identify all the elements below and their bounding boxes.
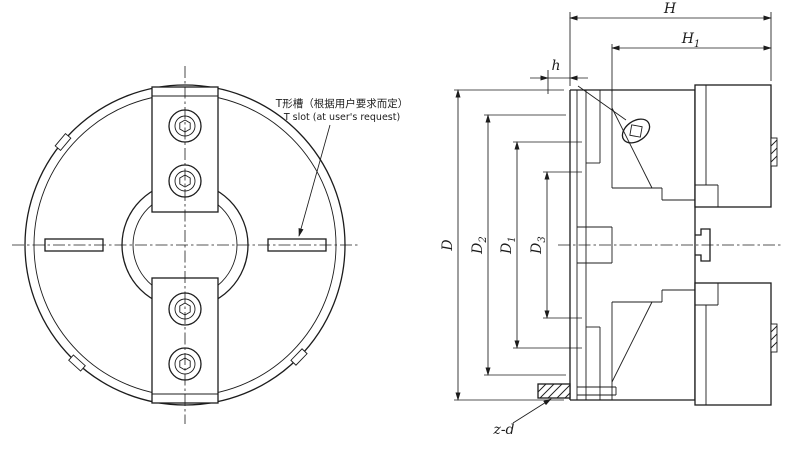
screw-square-socket (629, 124, 643, 138)
jaw-key-bottom (770, 323, 778, 353)
rim-notch (290, 348, 308, 366)
dim-label-zd: z-d (492, 422, 514, 438)
dim-label-D1-base: D (499, 243, 515, 255)
dim-zd: z-d (492, 398, 552, 438)
callout-text-en: T slot (at user's request) (283, 112, 400, 123)
side-view (537, 84, 783, 406)
dim-label-D2: D2 (470, 236, 489, 255)
dim-label-D2-sub: 2 (478, 236, 489, 243)
dimensions: H H1 h D D2 (440, 1, 772, 438)
hatch-line (556, 384, 571, 399)
side-jaw-bottom-body (694, 282, 772, 406)
t-slot-callout: T形槽（根据用户要求而定） T slot (at user's request) (275, 97, 408, 237)
dim-label-D: D (440, 239, 456, 251)
t-slot-right (267, 238, 327, 252)
callout-leader-arrow (298, 124, 331, 237)
dim-label-D2-base: D (470, 243, 486, 255)
dim-label-D3-base: D (529, 243, 545, 255)
dim-D2: D2 (470, 114, 566, 376)
hatch-line (770, 325, 778, 333)
dim-label-D3-sub: 3 (537, 236, 548, 242)
mounting-stud (537, 383, 617, 399)
internal-mechanism-bottom (586, 289, 695, 400)
dim-h: h (530, 58, 588, 94)
dim-H: H (569, 1, 772, 86)
rim-notch (68, 354, 86, 372)
rim-notches (54, 132, 308, 372)
side-jaw-top-body (694, 84, 772, 208)
rim-notch (54, 132, 72, 152)
dim-label-H: H (663, 1, 677, 17)
internal-mechanism-top (577, 85, 695, 201)
hatch-line (770, 341, 778, 349)
dim-label-D1: D1 (499, 236, 518, 255)
wedge-line (611, 301, 653, 383)
leader-arrow (512, 398, 552, 424)
hatch-line (564, 392, 571, 399)
hatch-line (770, 147, 778, 155)
dim-D1: D1 (499, 141, 582, 349)
dim-label-H1-sub: 1 (694, 39, 700, 50)
dim-D3: D3 (529, 171, 582, 319)
hatch-line (547, 383, 563, 399)
hatch-line (770, 155, 778, 163)
hatch-line (537, 383, 547, 393)
side-jaw-bottom (694, 282, 778, 406)
callout-text-cn: T形槽（根据用户要求而定） (275, 97, 408, 110)
stud-body (537, 383, 571, 399)
front-view: T形槽（根据用户要求而定） T slot (at user's request) (12, 66, 408, 424)
dim-label-D1-sub: 1 (507, 236, 518, 242)
screw-ellipse (621, 118, 651, 144)
hatch-line (770, 139, 778, 147)
dim-H1: H1 (611, 31, 772, 92)
dim-label-D3: D3 (529, 236, 548, 255)
dim-label-H1-base: H (681, 31, 695, 47)
adjusting-screw (621, 118, 651, 144)
jaw-key-top (770, 137, 778, 167)
hatch-line (539, 383, 555, 399)
h-extension-leader (577, 85, 627, 121)
dim-label-H1: H1 (681, 31, 701, 50)
center-bore (577, 226, 613, 264)
wedge-line (611, 107, 653, 189)
dim-label-h: h (551, 58, 560, 74)
hatch-line (770, 333, 778, 341)
side-jaw-top (694, 84, 778, 208)
